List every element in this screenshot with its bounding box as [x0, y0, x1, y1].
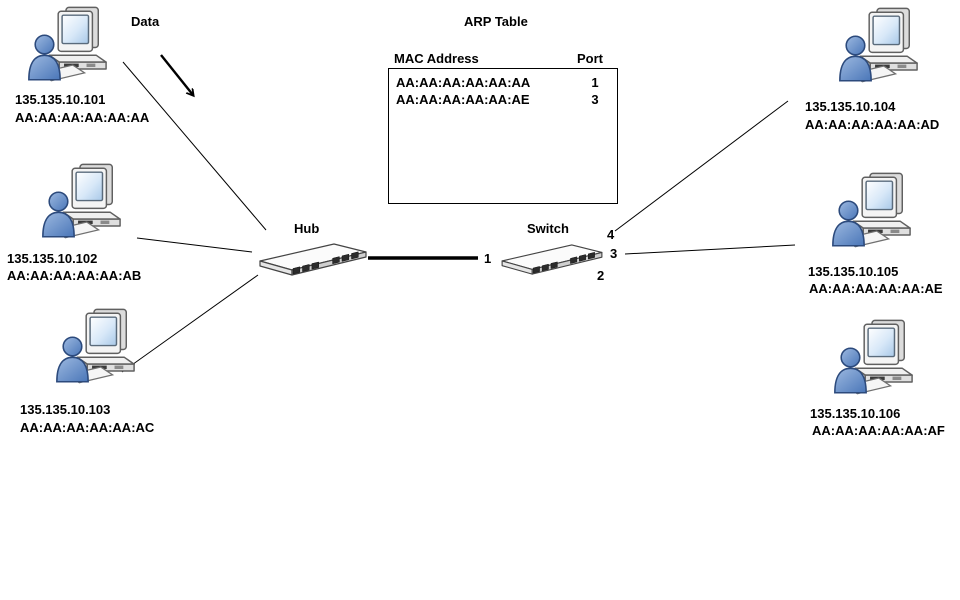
computer-icon-pc103	[50, 306, 138, 390]
arp-col-port: Port	[577, 51, 603, 66]
link-switch-port4-pc104	[614, 100, 789, 232]
switch-label: Switch	[527, 221, 569, 236]
computer-icon-pc104	[833, 5, 921, 89]
pc106-ip-label: 135.135.10.106	[810, 406, 901, 421]
switch-port-4-label: 4	[607, 227, 615, 242]
switch-device-icon	[498, 244, 606, 276]
pc104-ip-label: 135.135.10.104	[805, 99, 896, 114]
switch-port-3-label: 3	[610, 246, 618, 261]
pc103-ip-label: 135.135.10.103	[20, 402, 111, 417]
arp-table-row: AA:AA:AA:AA:AA:AA 1	[389, 75, 617, 92]
computer-icon-pc105	[826, 170, 914, 254]
pc102-mac-label: AA:AA:AA:AA:AA:AB	[7, 268, 142, 283]
switch-port-1-label: 1	[484, 251, 492, 266]
arp-row-mac: AA:AA:AA:AA:AA:AA	[396, 75, 531, 90]
pc101-mac-label: AA:AA:AA:AA:AA:AA	[15, 110, 150, 125]
computer-icon-pc102	[36, 161, 124, 245]
pc105-ip-label: 135.135.10.105	[808, 264, 899, 279]
pc104-mac-label: AA:AA:AA:AA:AA:AD	[805, 117, 940, 132]
hub-device-icon	[259, 243, 367, 277]
arp-table-title: ARP Table	[464, 14, 528, 29]
link-pc101-hub	[122, 61, 267, 231]
arp-table-row: AA:AA:AA:AA:AA:AE 3	[389, 92, 617, 109]
link-pc102-hub	[136, 237, 253, 253]
pc106-mac-label: AA:AA:AA:AA:AA:AF	[812, 423, 945, 438]
arp-row-port: 3	[591, 92, 599, 107]
pc102-ip-label: 135.135.10.102	[7, 251, 98, 266]
arp-row-mac: AA:AA:AA:AA:AA:AE	[396, 92, 530, 107]
computer-icon-pc101	[22, 4, 110, 88]
computer-icon-pc106	[828, 317, 916, 401]
pc103-mac-label: AA:AA:AA:AA:AA:AC	[20, 420, 155, 435]
link-switch-port3-pc105	[624, 244, 796, 255]
link-pc103-hub	[121, 274, 259, 373]
pc105-mac-label: AA:AA:AA:AA:AA:AE	[809, 281, 943, 296]
arp-col-mac-address: MAC Address	[394, 51, 479, 66]
switch-port-2-label: 2	[597, 268, 605, 283]
hub-label: Hub	[294, 221, 320, 236]
arp-row-port: 1	[591, 75, 599, 90]
data-flow-arrow	[160, 54, 193, 95]
data-flow-label: Data	[131, 14, 160, 29]
pc101-ip-label: 135.135.10.101	[15, 92, 106, 107]
arp-table: AA:AA:AA:AA:AA:AA 1 AA:AA:AA:AA:AA:AE 3	[388, 68, 618, 204]
